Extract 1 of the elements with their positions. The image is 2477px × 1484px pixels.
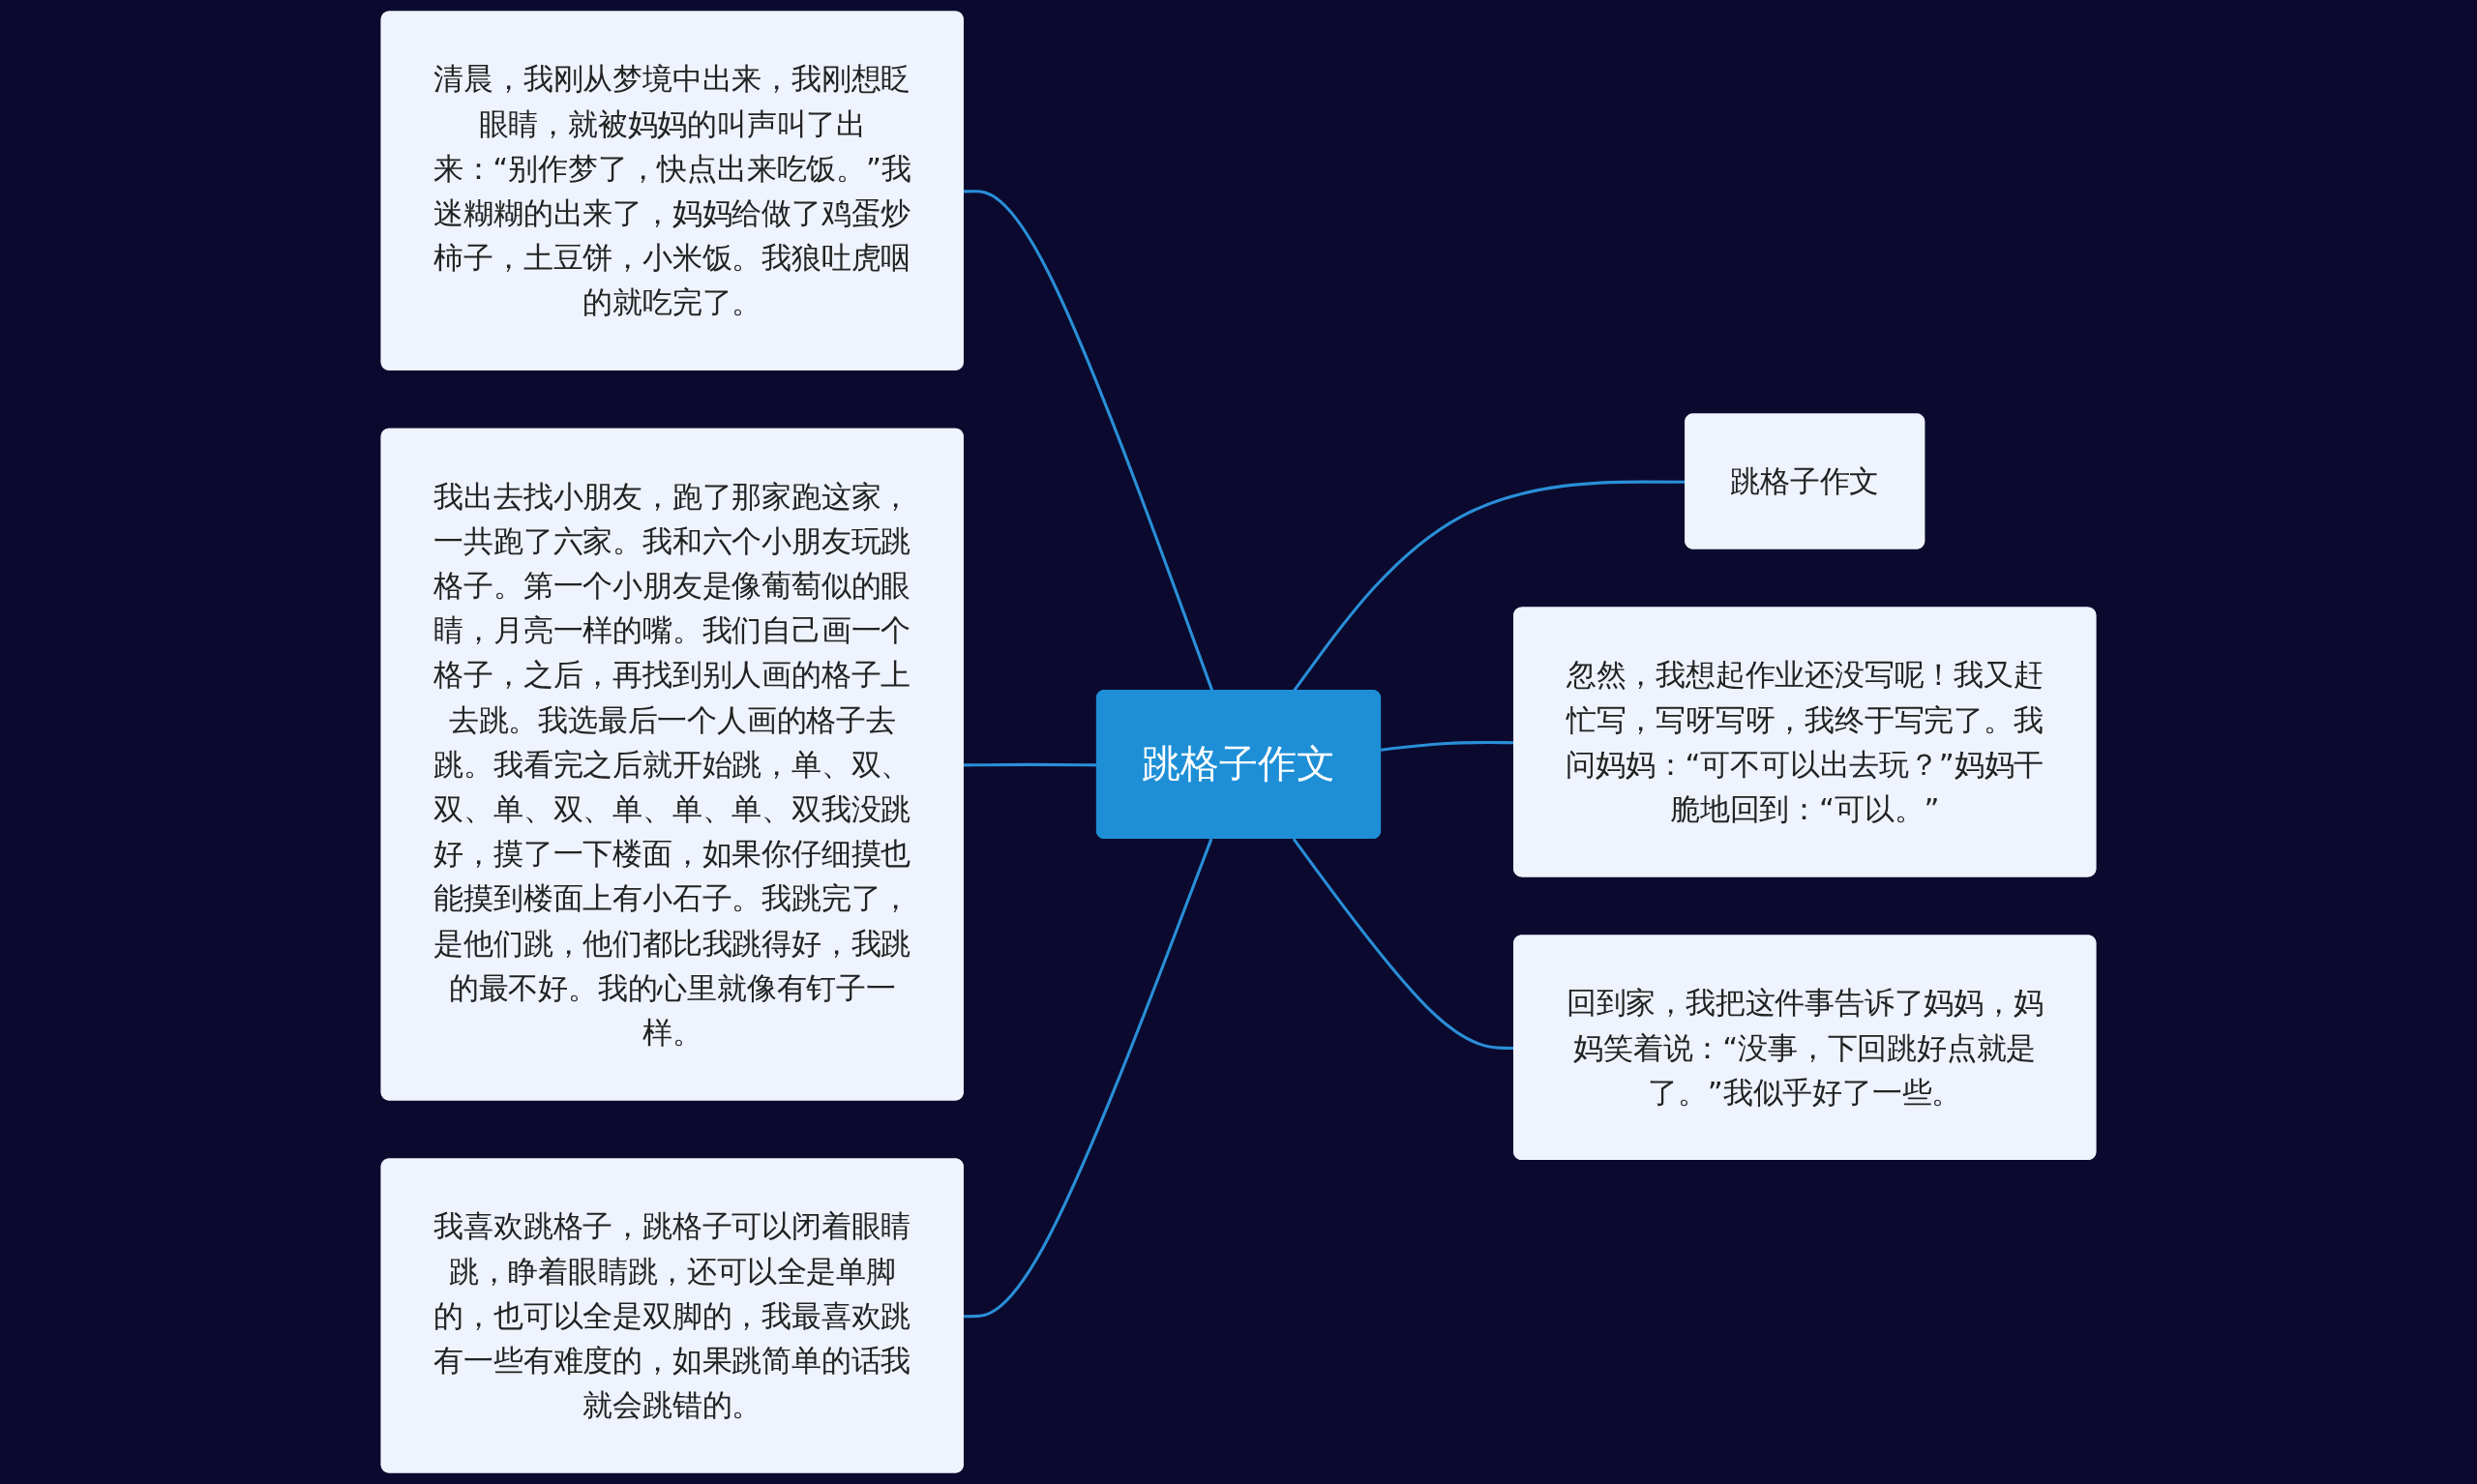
connector [963,838,1213,1319]
